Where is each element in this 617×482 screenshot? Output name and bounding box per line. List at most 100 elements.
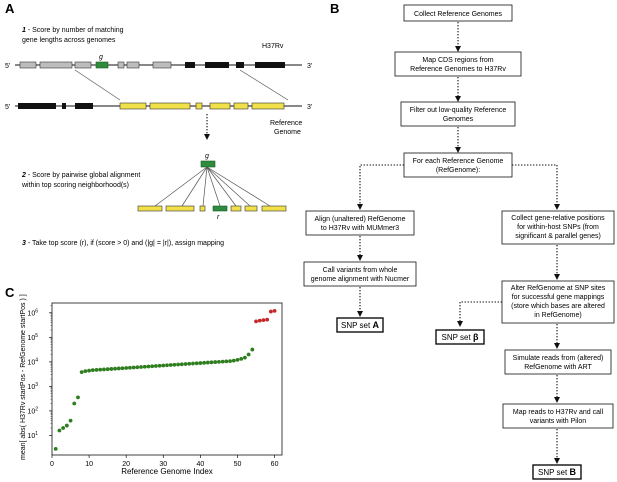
arrow-b4-left <box>357 164 404 210</box>
y-tick-label-3: 104 <box>27 357 38 366</box>
point-unmapped-5 <box>272 308 277 313</box>
point-mapped-16 <box>113 366 117 371</box>
box-align-line1: Align (unaltered) RefGenome <box>314 216 405 223</box>
candidate-genes <box>137 205 287 212</box>
point-mapped-10 <box>90 368 95 373</box>
h37rv-gene-g <box>95 61 109 69</box>
point-unmapped-4 <box>268 309 273 314</box>
x-axis-label: Reference Genome Index <box>121 467 213 476</box>
point-mapped-46 <box>224 359 229 364</box>
h37rv-genome-track: 5' 3' <box>5 61 312 70</box>
panel-c-letter: C <box>5 285 15 300</box>
box-collect-positions-line2: for within-host SNPs (from <box>517 224 599 231</box>
point-mapped-45 <box>220 359 225 364</box>
ref-gene-y4 <box>209 102 231 110</box>
y-tick-label-0: 101 <box>27 431 38 440</box>
point-mapped-44 <box>217 359 221 364</box>
x-tick-label-0: 0 <box>50 461 54 468</box>
box-align-line2: to H37Rv with MUMmer3 <box>321 225 399 232</box>
point-mapped-7 <box>79 370 84 375</box>
step1-line1: - Score by number of matching <box>26 27 124 34</box>
point-unmapped-1 <box>257 318 262 323</box>
point-mapped-33 <box>176 362 181 367</box>
point-mapped-34 <box>179 362 184 367</box>
point-mapped-4 <box>68 418 73 423</box>
point-mapped-13 <box>102 367 106 372</box>
box-snp-beta <box>435 329 485 345</box>
x-tick-label-2: 20 <box>122 461 130 468</box>
h37rv-gene-3 <box>74 61 92 69</box>
neighborhood-line-right <box>239 69 289 101</box>
y-tick-label-2: 103 <box>27 382 38 391</box>
box-map-reads <box>502 403 614 429</box>
snp-beta-letter: β <box>473 332 479 342</box>
box-collect-text: Collect Reference Genomes <box>414 11 502 18</box>
point-mapped-6 <box>76 395 80 400</box>
h37rv-gene-5 <box>126 61 140 69</box>
box-simulate-line2: RefGenome with ART <box>524 364 592 371</box>
three-prime-label-2: 3' <box>307 104 312 111</box>
panel-c: C mean[ abs( H37Rv startPos - RefGenome … <box>5 285 283 476</box>
point-mapped-19 <box>124 366 129 370</box>
gene-r-match <box>212 205 228 212</box>
point-mapped-47 <box>228 359 232 364</box>
three-prime-label-1: 3' <box>307 63 312 70</box>
panel-b: B Collect Reference Genomes Map CDS regi… <box>303 1 615 480</box>
reference-label-2: Genome <box>274 129 301 136</box>
box-alter-line3: (store which bases are altered <box>511 303 605 310</box>
box-filter-line1: Filter out low-quality Reference <box>410 107 507 114</box>
h37rv-label: H37Rv <box>262 43 284 50</box>
box-snp-b <box>532 464 582 480</box>
point-unmapped-3 <box>265 317 270 322</box>
point-mapped-36 <box>187 361 192 366</box>
point-mapped-40 <box>202 360 206 365</box>
point-mapped-20 <box>128 365 132 370</box>
y-tick-label-4: 105 <box>27 333 38 342</box>
step3-number: 3 <box>22 240 26 247</box>
x-tick-label-4: 40 <box>196 461 204 468</box>
point-mapped-0 <box>53 446 58 451</box>
snp-b-prefix: SNP set <box>538 468 569 477</box>
box-map-reads-line2: variants with Pilon <box>530 418 587 425</box>
arrow-b4-right <box>512 164 560 210</box>
h37rv-gene-10 <box>255 62 285 68</box>
h37rv-gene-8 <box>205 62 229 68</box>
box-simulate-line1: Simulate reads from (altered) <box>513 355 604 362</box>
snp-beta-prefix: SNP set <box>442 333 473 342</box>
h37rv-gene-7 <box>185 62 195 68</box>
ref-gene-y1 <box>119 102 147 110</box>
x-tick-label-6: 60 <box>271 461 279 468</box>
snp-a-letter: A <box>372 320 379 330</box>
point-mapped-37 <box>191 361 195 366</box>
point-mapped-14 <box>105 367 110 372</box>
panel-a: A 1 - Score by number of matching gene l… <box>5 1 312 247</box>
snp-beta-text: SNP set β <box>442 332 479 342</box>
plot-frame <box>51 302 283 456</box>
step2-number: 2 <box>21 172 26 179</box>
alignment-fan <box>154 166 271 207</box>
box-map-reads-line1: Map reads to H37Rv and call <box>513 409 604 416</box>
point-unmapped-2 <box>261 318 266 323</box>
x-tick-label-3: 30 <box>159 461 167 468</box>
box-collect <box>403 4 513 22</box>
point-mapped-25 <box>146 364 151 369</box>
point-mapped-11 <box>94 368 99 372</box>
ref-gene-y6 <box>251 102 285 110</box>
box-call-variants <box>303 261 417 287</box>
step3-line: - Take top score (r), if (score > 0) and… <box>26 240 224 247</box>
gene-g-label: g <box>99 54 103 61</box>
ref-gene-y5 <box>233 102 249 110</box>
h37rv-gene-2 <box>39 61 73 69</box>
point-mapped-9 <box>87 368 91 373</box>
snp-a-prefix: SNP set <box>341 321 372 330</box>
gene-r-label: r <box>217 214 220 221</box>
point-mapped-35 <box>183 362 188 366</box>
box-align <box>305 210 415 236</box>
step3-text: 3 - Take top score (r), if (score > 0) a… <box>22 240 224 247</box>
point-mapped-42 <box>209 360 214 365</box>
snp-b-text: SNP set B <box>538 467 576 477</box>
box-for-each-line2: (RefGenome): <box>436 167 480 174</box>
box-call-variants-line1: Call variants from whole <box>323 267 398 274</box>
box-collect-positions-line3: significant & parallel genes) <box>515 233 601 240</box>
